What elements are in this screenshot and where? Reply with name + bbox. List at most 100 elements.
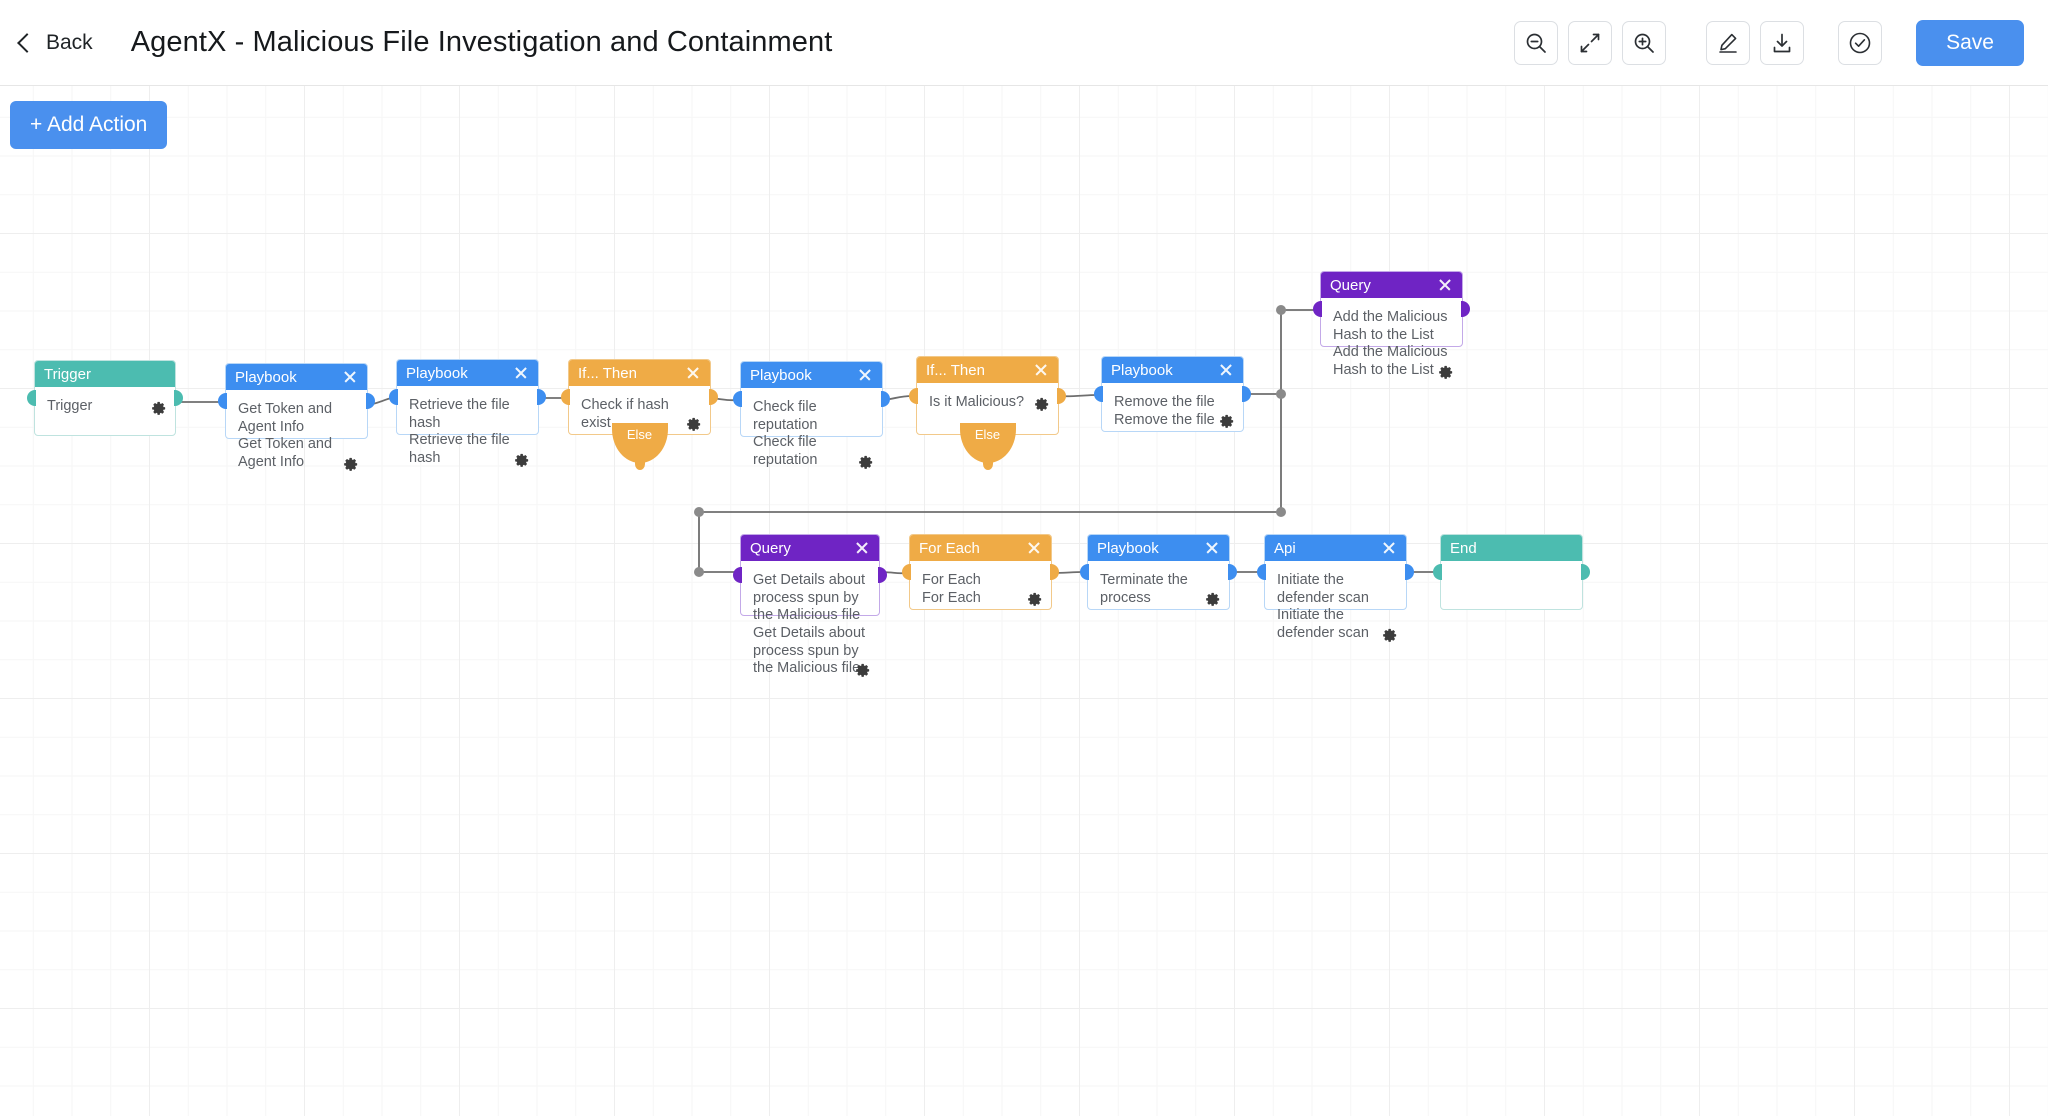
output-port-playbook-file-hash[interactable] [537, 389, 546, 405]
output-port-if-hash-exist[interactable] [709, 389, 718, 405]
output-port-playbook-token[interactable] [366, 393, 375, 409]
close-icon-playbook-reputation[interactable] [857, 367, 873, 383]
node-line: Add the Malicious Hash to the List [1333, 344, 1448, 379]
gear-icon-if-is-malicious[interactable] [1035, 397, 1049, 411]
doc-controls [1706, 20, 1805, 65]
node-lines-if-hash-exist: Check if hash exist [581, 397, 698, 432]
gear-icon-playbook-reputation[interactable] [859, 455, 873, 469]
input-port-playbook-token[interactable] [218, 393, 227, 409]
node-line: For Each [922, 589, 981, 606]
workflow-node-query-process-details[interactable]: Query Get Details about process spun by … [733, 534, 887, 677]
input-port-query-add-hash[interactable] [1313, 301, 1322, 317]
workflow-node-trigger[interactable]: Trigger Trigger [27, 360, 183, 436]
gear-icon-if-hash-exist[interactable] [687, 417, 701, 432]
gear-icon-api-defender-scan[interactable] [1383, 628, 1397, 642]
output-port-trigger[interactable] [174, 390, 183, 406]
gear-icon-for-each[interactable] [1028, 592, 1042, 607]
workflow-node-end[interactable]: End [1433, 534, 1590, 610]
node-header-playbook-token[interactable]: Playbook [226, 364, 367, 390]
page-title: AgentX - Malicious File Investigation an… [130, 26, 833, 58]
close-icon-query-add-hash[interactable] [1437, 277, 1453, 293]
workflow-canvas[interactable]: + Add Action [0, 86, 2048, 1116]
node-header-query-add-hash[interactable]: Query [1321, 272, 1462, 298]
close-icon-query-process-details[interactable] [854, 540, 870, 556]
gear-icon-playbook-remove-file[interactable] [1220, 414, 1234, 429]
back-button[interactable]: Back [17, 31, 93, 55]
input-port-playbook-terminate[interactable] [1080, 564, 1089, 580]
gear-icon-playbook-file-hash[interactable] [515, 453, 529, 467]
input-port-for-each[interactable] [902, 564, 911, 580]
zoom-out-button[interactable] [1514, 20, 1559, 65]
output-port-end[interactable] [1581, 564, 1590, 580]
node-header-playbook-reputation[interactable]: Playbook [741, 362, 882, 388]
download-button[interactable] [1760, 20, 1805, 65]
close-icon-if-is-malicious[interactable] [1033, 362, 1049, 378]
node-title-if-hash-exist: If... Then [578, 364, 637, 382]
workflow-node-query-add-hash[interactable]: Query Add the Malicious Hash to the List… [1313, 271, 1470, 379]
chevron-left-icon [17, 32, 37, 53]
input-port-end[interactable] [1433, 564, 1442, 580]
output-port-for-each[interactable] [1050, 564, 1059, 580]
output-port-playbook-remove-file[interactable] [1242, 386, 1251, 402]
close-icon-playbook-remove-file[interactable] [1218, 362, 1234, 378]
input-port-playbook-remove-file[interactable] [1094, 386, 1103, 402]
output-port-if-is-malicious[interactable] [1057, 387, 1066, 404]
node-header-query-process-details[interactable]: Query [741, 535, 879, 561]
edit-button[interactable] [1706, 20, 1751, 65]
workflow-node-if-hash-exist[interactable]: If... Then Check if hash exist Else [561, 359, 718, 470]
close-icon-if-hash-exist[interactable] [685, 365, 701, 381]
node-header-playbook-file-hash[interactable]: Playbook [397, 360, 538, 386]
workflow-node-if-is-malicious[interactable]: If... Then Is it Malicious? Else [909, 356, 1066, 470]
node-line: Initiate the defender scan [1277, 572, 1369, 606]
workflow-node-playbook-terminate[interactable]: Playbook Terminate the process [1080, 534, 1237, 610]
close-icon-playbook-terminate[interactable] [1204, 540, 1220, 556]
gear-icon-playbook-terminate[interactable] [1206, 592, 1220, 607]
node-header-end[interactable]: End [1441, 535, 1582, 561]
node-title-playbook-token: Playbook [235, 368, 297, 386]
input-port-if-is-malicious[interactable] [909, 387, 918, 404]
input-port-playbook-reputation[interactable] [733, 391, 742, 407]
output-port-playbook-terminate[interactable] [1228, 564, 1237, 580]
output-port-api-defender-scan[interactable] [1405, 564, 1414, 580]
node-header-trigger[interactable]: Trigger [35, 361, 175, 387]
node-header-playbook-terminate[interactable]: Playbook [1088, 535, 1229, 561]
save-button[interactable]: Save [1916, 19, 2024, 66]
gear-icon-query-process-details[interactable] [856, 663, 870, 677]
node-line: Is it Malicious? [929, 394, 1025, 410]
output-port-query-add-hash[interactable] [1461, 301, 1470, 317]
input-port-trigger[interactable] [27, 390, 36, 406]
close-icon-api-defender-scan[interactable] [1381, 540, 1397, 556]
validate-button[interactable] [1838, 20, 1883, 65]
input-port-query-process-details[interactable] [733, 567, 742, 583]
fit-screen-icon [1580, 33, 1600, 52]
close-icon-playbook-token[interactable] [342, 369, 358, 385]
node-header-api-defender-scan[interactable]: Api [1265, 535, 1406, 561]
output-port-playbook-reputation[interactable] [881, 391, 890, 407]
close-icon-playbook-file-hash[interactable] [513, 365, 529, 381]
input-port-api-defender-scan[interactable] [1257, 564, 1266, 580]
input-port-playbook-file-hash[interactable] [389, 389, 398, 405]
input-port-if-hash-exist[interactable] [561, 389, 570, 405]
node-line: Check file reputation [753, 399, 818, 433]
gear-icon-trigger[interactable] [152, 401, 166, 415]
node-header-if-hash-exist[interactable]: If... Then [569, 360, 710, 386]
gear-icon-query-add-hash[interactable] [1439, 365, 1453, 379]
add-action-button[interactable]: + Add Action [10, 101, 168, 149]
node-header-if-is-malicious[interactable]: If... Then [917, 357, 1058, 383]
node-header-for-each[interactable]: For Each [910, 535, 1051, 561]
node-header-playbook-remove-file[interactable]: Playbook [1102, 357, 1243, 383]
fit-to-screen-button[interactable] [1568, 20, 1613, 65]
gear-icon-playbook-token[interactable] [344, 457, 358, 471]
zoom-in-button[interactable] [1622, 20, 1667, 65]
close-icon-for-each[interactable] [1026, 540, 1042, 556]
output-port-query-process-details[interactable] [878, 567, 887, 583]
